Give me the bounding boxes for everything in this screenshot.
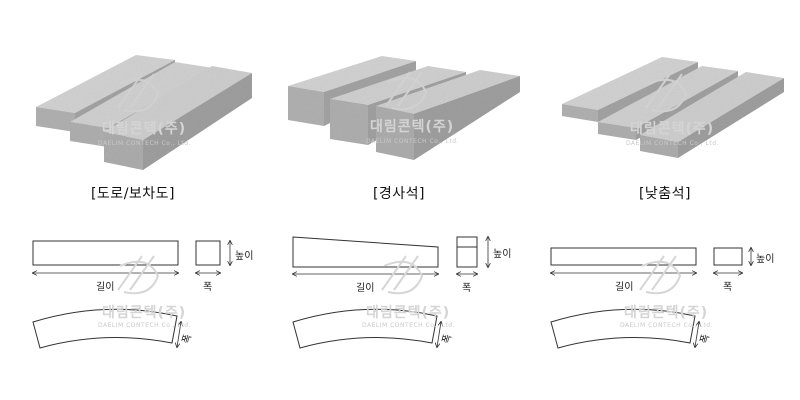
curb-illustration (36, 55, 252, 170)
curb-illustration (562, 57, 784, 158)
product-panel-sloped-curb: 대림콘텍(주) DAELIM CONTECH Co., Ltd. [경사석] 길… (266, 0, 532, 400)
product-panel-lowered-curb: 대림콘텍(주) DAELIM CONTECH Co., Ltd. [낮춤석] 길… (532, 0, 798, 400)
watermark-logo-icon (385, 71, 428, 111)
watermark-name-kr: 대림콘텍(주) (370, 119, 455, 135)
length-label: 길이 (615, 282, 634, 293)
length-label: 길이 (356, 283, 375, 294)
height-label: 높이 (756, 254, 775, 265)
dimension-diagram (0, 0, 266, 349)
curb-illustration (288, 56, 520, 160)
length-label: 길이 (96, 282, 115, 293)
watermark-name-en: DAELIM CONTECH Co., Ltd. (366, 138, 459, 145)
watermark-logo-icon (381, 255, 424, 295)
height-label: 높이 (235, 251, 254, 262)
watermark-name-kr: 대림콘텍(주) (630, 121, 715, 137)
watermark-name-en: DAELIM CONTECH Co., Ltd. (98, 140, 191, 147)
watermark-logo-icon (117, 255, 160, 295)
width-label: 폭 (723, 282, 733, 293)
width-label: 폭 (203, 282, 213, 293)
dimension-diagram (266, 0, 532, 349)
width-label: 폭 (462, 283, 472, 294)
product-title: [도로/보차도] (90, 186, 176, 202)
watermark-name-kr: 대림콘텍(주) (366, 305, 451, 321)
height-label: 높이 (493, 249, 512, 260)
product-panel-road-curb: 대림콘텍(주) DAELIM CONTECH Co., Ltd. [도로/보차도… (0, 0, 266, 400)
watermark-logo-icon (117, 73, 160, 113)
product-title: [낮춤석] (638, 186, 692, 202)
watermark-logo-icon (645, 73, 688, 113)
dimension-diagram (532, 0, 798, 349)
watermark-logo-icon (639, 255, 682, 295)
product-title: [경사석] (372, 186, 426, 202)
watermark-name-en: DAELIM CONTECH Co., Ltd. (620, 322, 713, 329)
watermark-name-kr: 대림콘텍(주) (102, 305, 187, 321)
watermark-name-en: DAELIM CONTECH Co., Ltd. (626, 140, 719, 147)
watermark-name-kr: 대림콘텍(주) (102, 121, 187, 137)
watermark-name-en: DAELIM CONTECH Co., Ltd. (98, 322, 191, 329)
watermark-name-kr: 대림콘텍(주) (624, 305, 709, 321)
watermark-name-en: DAELIM CONTECH Co., Ltd. (362, 322, 455, 329)
